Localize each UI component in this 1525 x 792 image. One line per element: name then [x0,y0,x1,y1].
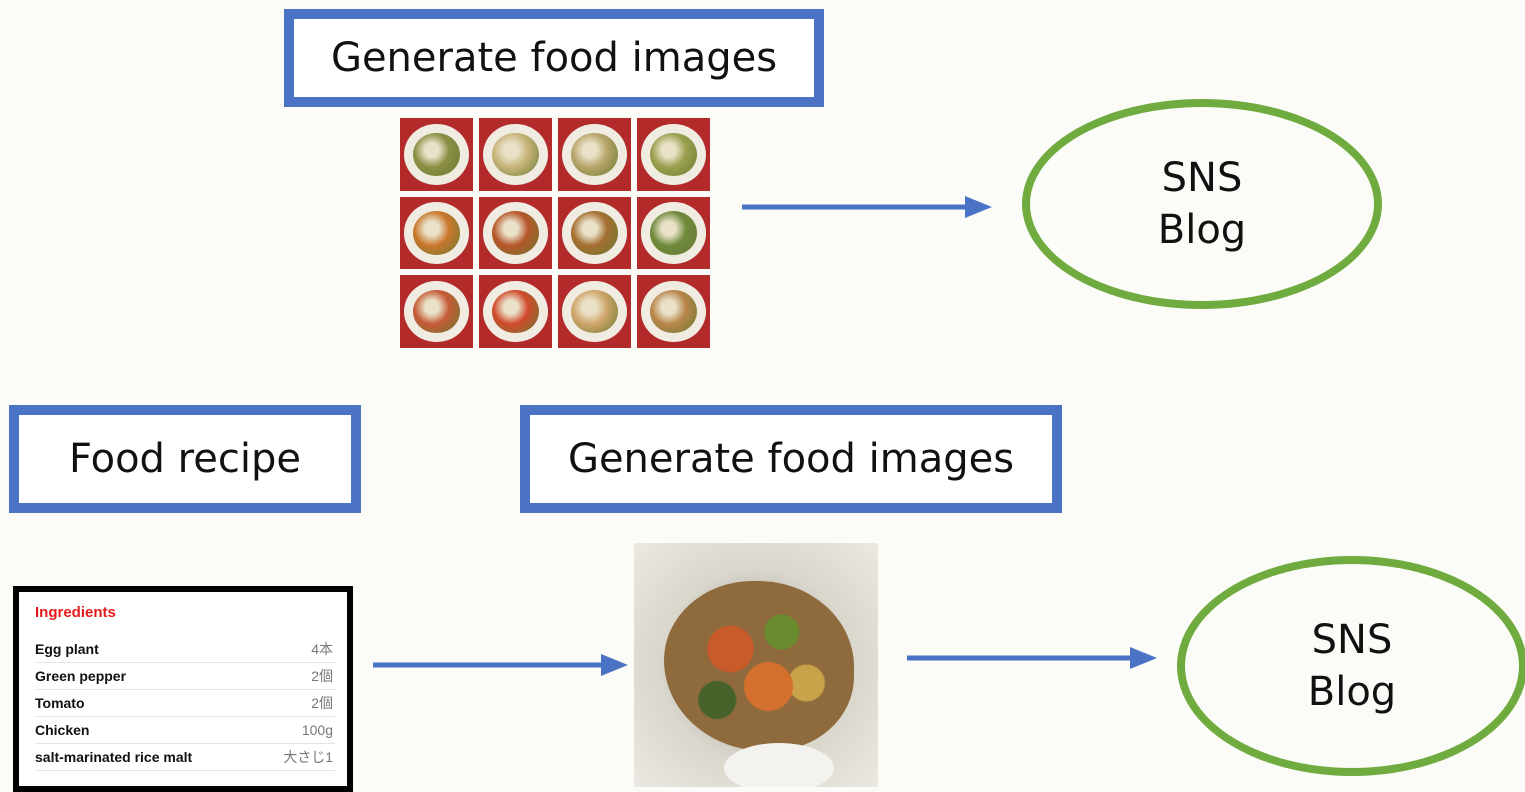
food-thumbnail [479,196,552,270]
food-thumbnail [479,118,552,191]
food-dish-shape [664,581,854,751]
sns-label-top: SNS [1161,155,1243,201]
blog-label-bottom: Blog [1307,669,1397,715]
food-rice-shape [724,743,834,787]
food-recipe-label: Food recipe [69,436,301,482]
ingredients-heading: Ingredients [35,604,116,621]
food-shape [413,289,460,334]
sns-blog-ellipse-bottom: SNS Blog [1177,556,1525,776]
ingredient-quantity: 大さじ1 [260,743,335,771]
generated-food-image-grid [400,118,710,348]
food-thumbnail [479,275,552,348]
ingredient-name: salt-marinated rice malt [35,743,261,771]
arrow-recipe-to-image [373,654,628,676]
sns-blog-ellipse-top: SNS Blog [1022,99,1382,309]
food-shape [571,289,618,334]
food-shape [492,132,539,177]
food-thumbnail [400,275,473,348]
arrow-grid-to-sns [742,196,992,218]
food-thumbnail [637,275,710,348]
food-recipe-box: Food recipe [9,405,361,513]
ingredient-name: Tomato [35,689,261,717]
food-shape [492,211,539,255]
food-thumbnail [637,196,710,270]
ingredient-quantity: 2個 [260,662,335,690]
ingredient-quantity: 100g [260,716,335,744]
generate-food-images-label-top: Generate food images [330,35,778,81]
generate-food-images-box-bottom: Generate food images [520,405,1062,513]
food-thumbnail [558,118,631,191]
food-thumbnail [637,118,710,191]
ingredient-quantity: 4本 [260,636,335,663]
food-shape [571,211,618,255]
food-shape [413,211,460,255]
generate-food-images-label-bottom: Generate food images [567,436,1015,482]
food-shape [650,132,697,177]
food-shape [650,211,697,255]
ingredient-quantity: 2個 [260,689,335,717]
food-thumbnail [400,196,473,270]
food-shape [650,289,697,334]
generate-food-images-box-top: Generate food images [284,9,824,107]
food-thumbnail [400,118,473,191]
food-thumbnail [558,196,631,270]
blog-label-top: Blog [1157,207,1247,253]
generated-food-image [634,543,878,787]
food-shape [413,132,460,177]
ingredient-name: Green pepper [35,662,261,690]
ingredient-name: Chicken [35,716,261,744]
food-shape [571,132,618,177]
food-thumbnail [558,275,631,348]
sns-label-bottom: SNS [1311,617,1393,663]
food-shape [492,289,539,334]
ingredient-name: Egg plant [35,636,261,663]
arrow-image-to-sns [907,647,1157,669]
